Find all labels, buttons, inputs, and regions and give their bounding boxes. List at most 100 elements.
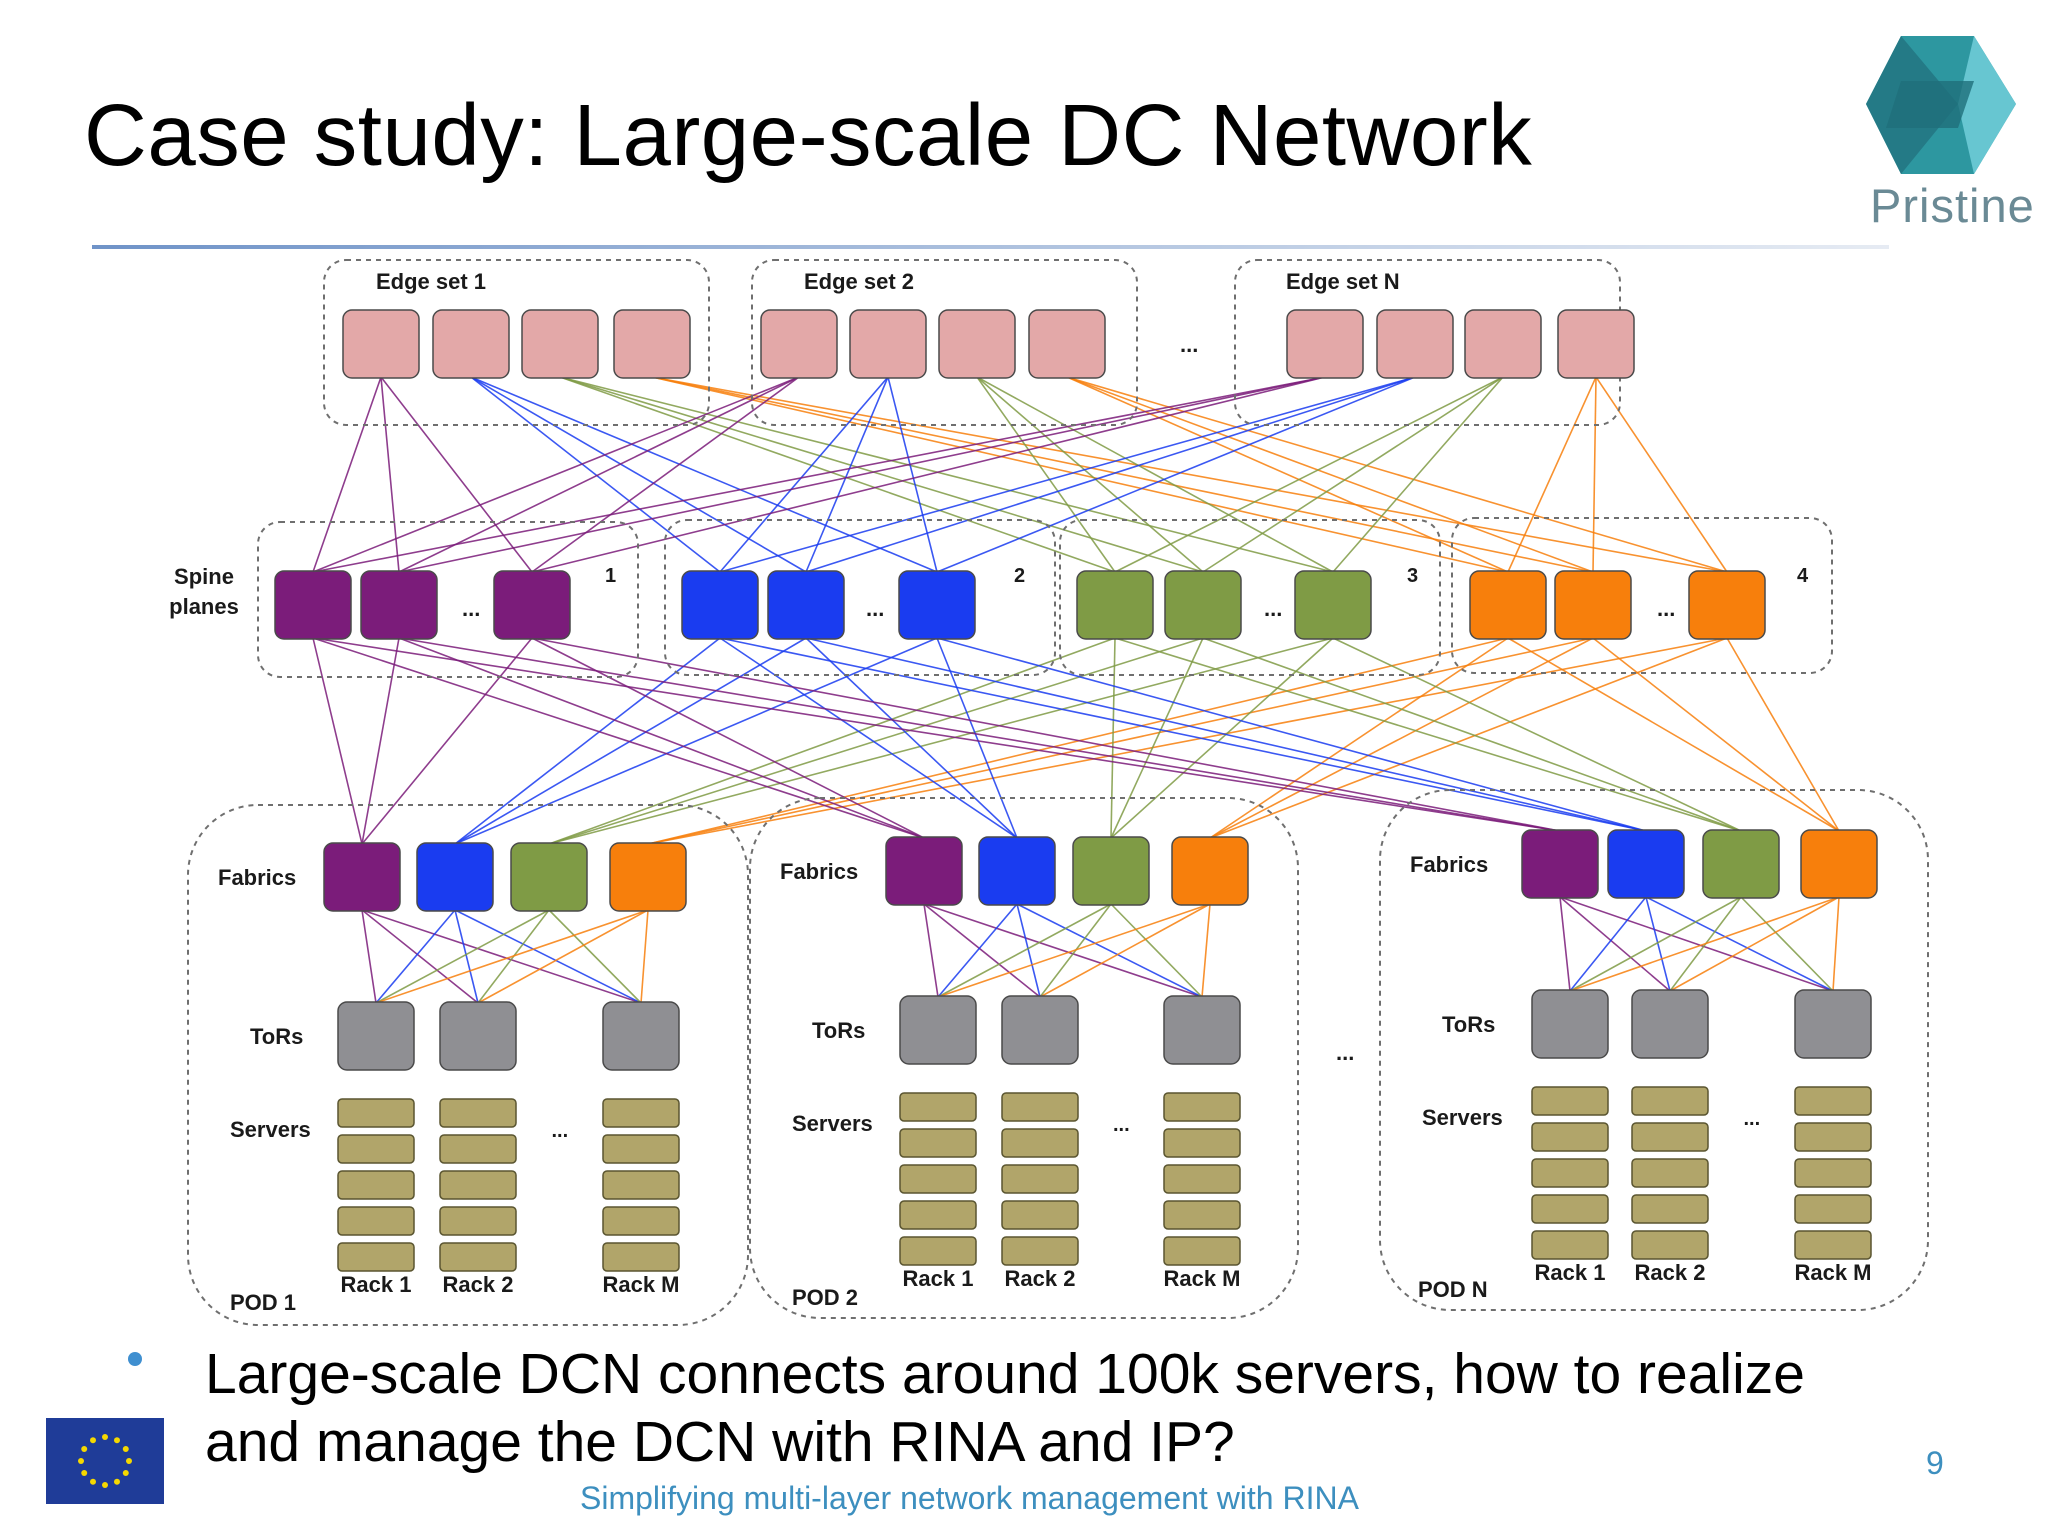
pod-3-rack-ellipsis: ... bbox=[1744, 1108, 1761, 1130]
spine-switch bbox=[898, 570, 976, 640]
server bbox=[337, 1242, 415, 1272]
fabric-switch bbox=[1800, 829, 1878, 899]
pod-2-container bbox=[749, 797, 1299, 1319]
pod-1-tors-label: ToRs bbox=[250, 1024, 303, 1049]
tor-switch bbox=[899, 995, 977, 1065]
pod-3-container bbox=[1379, 789, 1929, 1311]
spine-plane-1-ellipsis: ... bbox=[462, 596, 480, 621]
spine-plane-3-number: 3 bbox=[1407, 565, 1418, 587]
fabric-switch bbox=[1521, 829, 1599, 899]
edge-switch bbox=[760, 309, 838, 379]
server bbox=[1794, 1194, 1872, 1224]
eu-star bbox=[90, 1478, 96, 1485]
server bbox=[1794, 1122, 1872, 1152]
server bbox=[602, 1098, 680, 1128]
edge-set-3-container bbox=[1234, 259, 1621, 426]
bullet-dot bbox=[128, 1352, 142, 1366]
pod-1-servers-label: Servers bbox=[230, 1117, 311, 1142]
edge-switch bbox=[1286, 309, 1364, 379]
spine-switch bbox=[1294, 570, 1372, 640]
server bbox=[1631, 1194, 1709, 1224]
eu-star bbox=[81, 1470, 88, 1476]
server bbox=[439, 1170, 517, 1200]
server bbox=[1794, 1086, 1872, 1116]
spine-switch bbox=[493, 570, 571, 640]
server bbox=[1794, 1230, 1872, 1260]
fabric-switch bbox=[1171, 836, 1249, 906]
connection-lines bbox=[312, 376, 1840, 1004]
server bbox=[1163, 1236, 1241, 1266]
pod-1-rack-label: Rack 1 bbox=[341, 1272, 412, 1297]
spine-plane-4-container bbox=[1451, 517, 1833, 674]
tor-switch bbox=[1001, 995, 1079, 1065]
server bbox=[1531, 1086, 1609, 1116]
tor-switch bbox=[1631, 989, 1709, 1059]
fabric-switch bbox=[416, 842, 494, 912]
pod-2-servers-label: Servers bbox=[792, 1111, 873, 1136]
spine-plane-2-ellipsis: ... bbox=[866, 596, 884, 621]
edge-set-2-container bbox=[751, 259, 1138, 426]
spine-switch bbox=[1076, 570, 1154, 640]
fabric-switch bbox=[1607, 829, 1685, 899]
logo-text: Pristine bbox=[1870, 179, 2035, 232]
spine-label-line-1: Spine bbox=[174, 564, 234, 589]
server bbox=[1001, 1092, 1079, 1122]
edge-switch bbox=[1464, 309, 1542, 379]
edge-ellipsis: ... bbox=[1180, 332, 1198, 357]
server bbox=[1001, 1164, 1079, 1194]
spine-switch bbox=[681, 570, 759, 640]
pod-1-fabrics-label: Fabrics bbox=[218, 865, 296, 890]
eu-star bbox=[90, 1437, 96, 1444]
server bbox=[337, 1098, 415, 1128]
pod-2-rack-label: Rack M bbox=[1163, 1266, 1240, 1291]
eu-star bbox=[122, 1470, 129, 1476]
server bbox=[899, 1164, 977, 1194]
server bbox=[899, 1200, 977, 1230]
spine-plane-3-container bbox=[1059, 519, 1441, 676]
tor-switch bbox=[337, 1001, 415, 1071]
edge-switch bbox=[521, 309, 599, 379]
spine-switch bbox=[1554, 570, 1632, 640]
edge-set-3-label: Edge set N bbox=[1286, 269, 1400, 294]
server bbox=[1531, 1122, 1609, 1152]
pod-2-rack-label: Rack 2 bbox=[1005, 1266, 1076, 1291]
edge-set-1-label: Edge set 1 bbox=[376, 269, 486, 294]
spine-switch bbox=[360, 570, 438, 640]
server bbox=[439, 1134, 517, 1164]
eu-star bbox=[102, 1482, 108, 1488]
dashed-containers bbox=[187, 259, 1929, 1326]
server bbox=[602, 1206, 680, 1236]
fabric-switch bbox=[609, 842, 687, 912]
tor-switch bbox=[1531, 989, 1609, 1059]
pod-3-rack-label: Rack M bbox=[1794, 1260, 1871, 1285]
server bbox=[602, 1170, 680, 1200]
eu-star bbox=[126, 1458, 132, 1464]
edge-switch bbox=[1376, 309, 1454, 379]
server bbox=[1531, 1158, 1609, 1188]
edge-switch bbox=[342, 309, 420, 379]
server bbox=[337, 1170, 415, 1200]
spine-label-line-2: planes bbox=[169, 594, 239, 619]
spine-switch bbox=[1469, 570, 1547, 640]
pristine-logo-icon bbox=[1866, 36, 2016, 174]
edge-switch bbox=[432, 309, 510, 379]
eu-star bbox=[122, 1446, 129, 1452]
eu-flag-icon bbox=[46, 1418, 164, 1504]
server bbox=[1001, 1236, 1079, 1266]
spine-plane-2-container bbox=[664, 519, 1056, 676]
spine-plane-4-number: 4 bbox=[1797, 565, 1809, 587]
network-nodes bbox=[274, 309, 1878, 1272]
server bbox=[439, 1206, 517, 1236]
server bbox=[337, 1134, 415, 1164]
spine-switch bbox=[1164, 570, 1242, 640]
pod-3-servers-label: Servers bbox=[1422, 1105, 1503, 1130]
bullet-text: Large-scale DCN connects around 100k ser… bbox=[205, 1340, 1995, 1476]
server bbox=[899, 1128, 977, 1158]
edge-switch bbox=[613, 309, 691, 379]
fabric-switch bbox=[1072, 836, 1150, 906]
spine-plane-4-ellipsis: ... bbox=[1657, 596, 1675, 621]
server bbox=[1631, 1086, 1709, 1116]
pod-3-fabrics-label: Fabrics bbox=[1410, 852, 1488, 877]
server bbox=[1531, 1230, 1609, 1260]
